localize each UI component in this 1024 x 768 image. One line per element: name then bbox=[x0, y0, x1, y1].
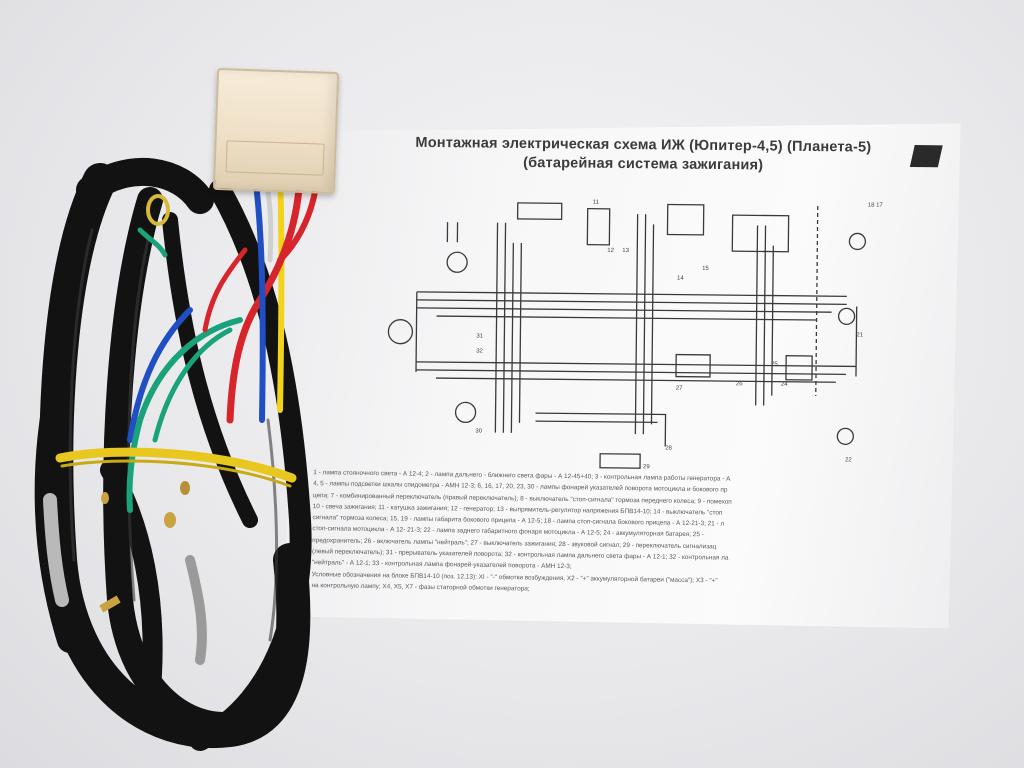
cable-highlights bbox=[68, 228, 279, 642]
bus-lines bbox=[417, 292, 847, 321]
bullet-terminals bbox=[99, 194, 190, 613]
diagram-label: 31 bbox=[476, 333, 483, 339]
sheet-title-line-1: Монтажная электрическая схема ИЖ (Юпитер… bbox=[415, 134, 872, 156]
plug-connector bbox=[212, 67, 340, 195]
legend-text: 1 - лампа стояночного света - А 12-4; 2 … bbox=[311, 467, 953, 617]
diagram-label: 22 bbox=[845, 457, 852, 463]
black-cable-loop bbox=[34, 157, 312, 751]
corner-print-mark bbox=[910, 145, 943, 167]
diagram-label: 21 bbox=[856, 332, 863, 338]
vertical-runs-center bbox=[635, 214, 653, 434]
sheet-title: Монтажная электрическая схема ИЖ (Юпитер… bbox=[358, 133, 928, 177]
bottom-runs bbox=[535, 413, 665, 446]
gray-sleeves bbox=[43, 493, 207, 665]
diagram-label: 28 bbox=[665, 445, 672, 451]
diagram-label: 30 bbox=[475, 428, 482, 434]
electrical-diagram: 11 12 13 14 15 27 25 24 26 28 29 30 31 3… bbox=[375, 181, 898, 486]
diagram-label: 12 bbox=[607, 248, 614, 254]
component-block bbox=[518, 203, 562, 219]
diagram-label: 11 bbox=[593, 200, 600, 206]
side-runs bbox=[416, 292, 857, 377]
green-wire bbox=[126, 317, 243, 513]
diagram-label: 32 bbox=[476, 348, 483, 354]
headlight-symbol bbox=[388, 320, 412, 344]
diagram-label: 24 bbox=[781, 382, 788, 388]
diagram-label: 13 bbox=[622, 248, 629, 254]
diagram-label: 26 bbox=[736, 381, 743, 387]
ring-terminal bbox=[146, 194, 170, 226]
vertical-runs-left bbox=[495, 223, 521, 433]
diagram-label: 25 bbox=[771, 362, 778, 368]
blue-wire bbox=[252, 172, 266, 423]
diagram-label: 14 bbox=[677, 276, 684, 282]
vertical-runs-right bbox=[756, 225, 774, 405]
diagram-label: 15 bbox=[702, 266, 709, 272]
diagram-label: 18 17 bbox=[868, 203, 884, 209]
diagram-label: 29 bbox=[643, 464, 650, 470]
sheet-title-line-2: (батарейная система зажигания) bbox=[523, 154, 764, 174]
red-wire bbox=[226, 171, 304, 424]
binding-string bbox=[55, 447, 297, 488]
wiring-diagram-sheet: Монтажная электрическая схема ИЖ (Юпитер… bbox=[283, 116, 960, 628]
yellow-wire bbox=[277, 172, 285, 413]
diagram-label: 27 bbox=[676, 386, 683, 392]
